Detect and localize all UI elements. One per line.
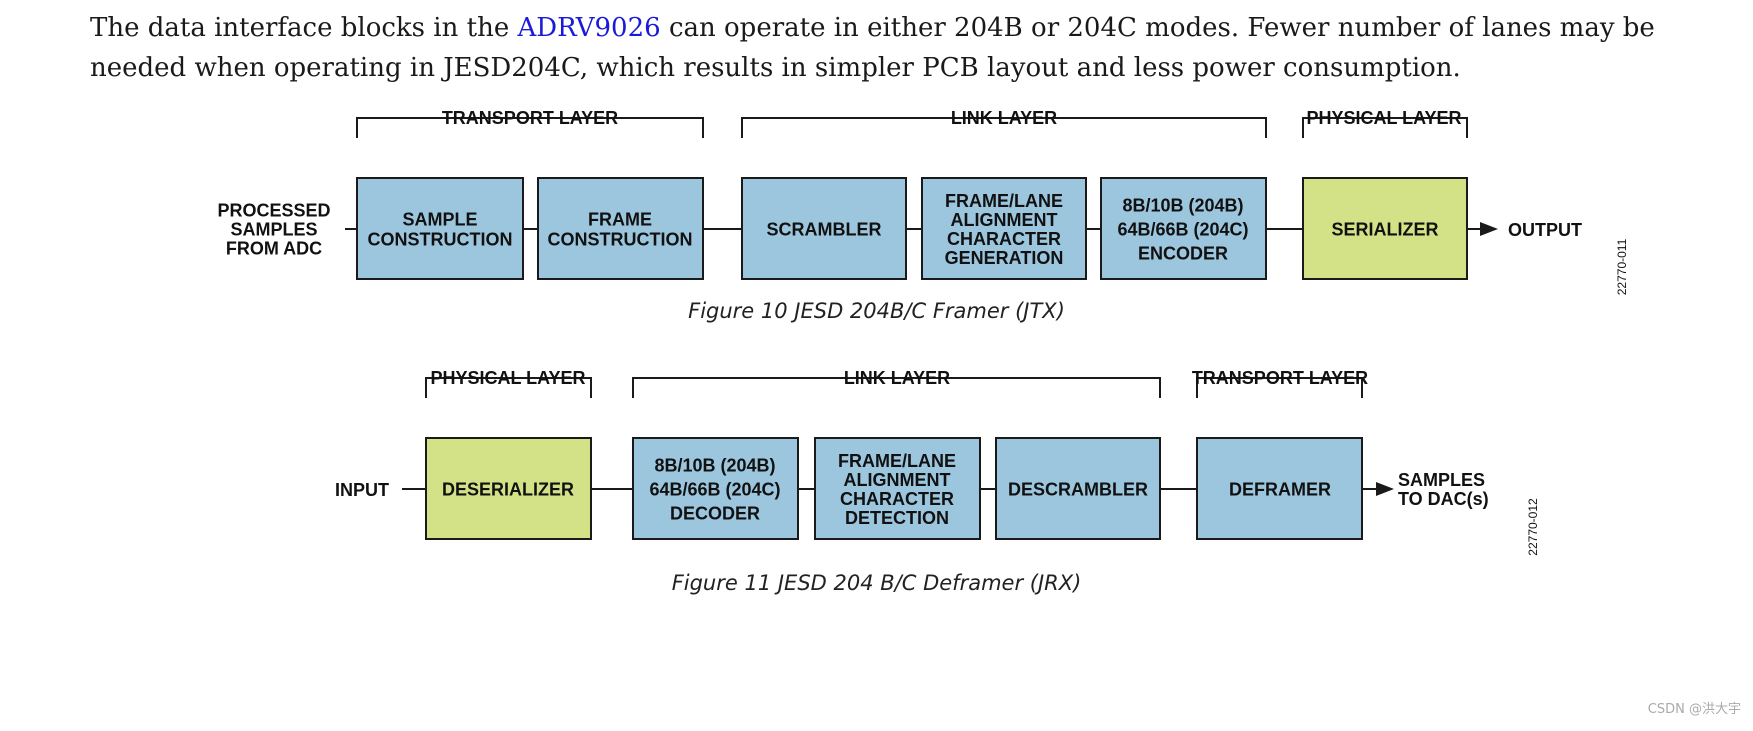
fig11-layer-transport: TRANSPORT LAYER bbox=[1192, 368, 1368, 388]
figure10-caption: Figure 10 JESD 204B/C Framer (JTX) bbox=[688, 299, 1065, 323]
fig10-layer-physical: PHYSICAL LAYER bbox=[1306, 108, 1461, 128]
fig11-block-1: DESERIALIZER bbox=[442, 479, 574, 499]
fig11-layer-physical: PHYSICAL LAYER bbox=[430, 368, 585, 388]
fig10-block-5: 8B/10B (204B)64B/66B (204C)ENCODER bbox=[1117, 195, 1248, 263]
fig10-output-label: OUTPUT bbox=[1508, 220, 1582, 240]
fig11-figure-id: 22770-012 bbox=[1526, 498, 1540, 556]
intro-text-after: can operate in either 204B or 204C modes… bbox=[90, 13, 1655, 83]
figure10-framer-diagram: TRANSPORT LAYER LINK LAYER PHYSICAL LAYE… bbox=[217, 108, 1629, 295]
fig11-input-label: INPUT bbox=[335, 480, 389, 500]
fig10-layer-link: LINK LAYER bbox=[951, 108, 1057, 128]
figure11-caption: Figure 11 JESD 204 B/C Deframer (JRX) bbox=[671, 571, 1082, 595]
watermark: CSDN @洪大宇 bbox=[1647, 702, 1741, 717]
fig11-block-5: DEFRAMER bbox=[1229, 479, 1331, 499]
adrv9026-link[interactable]: ADRV9026 bbox=[517, 13, 661, 43]
intro-paragraph: The data interface blocks in the ADRV902… bbox=[90, 8, 1710, 88]
fig10-figure-id: 22770-011 bbox=[1615, 238, 1629, 295]
fig11-block-4: DESCRAMBLER bbox=[1008, 479, 1148, 499]
fig10-block-3: SCRAMBLER bbox=[767, 219, 882, 239]
figure11-deframer-diagram: PHYSICAL LAYER LINK LAYER TRANSPORT LAYE… bbox=[335, 368, 1540, 556]
fig11-layer-link: LINK LAYER bbox=[844, 368, 950, 388]
intro-text-before: The data interface blocks in the bbox=[90, 13, 518, 43]
fig10-block-6: SERIALIZER bbox=[1331, 219, 1438, 239]
fig11-block-2: 8B/10B (204B)64B/66B (204C)DECODER bbox=[649, 455, 780, 523]
fig10-layer-transport: TRANSPORT LAYER bbox=[442, 108, 618, 128]
